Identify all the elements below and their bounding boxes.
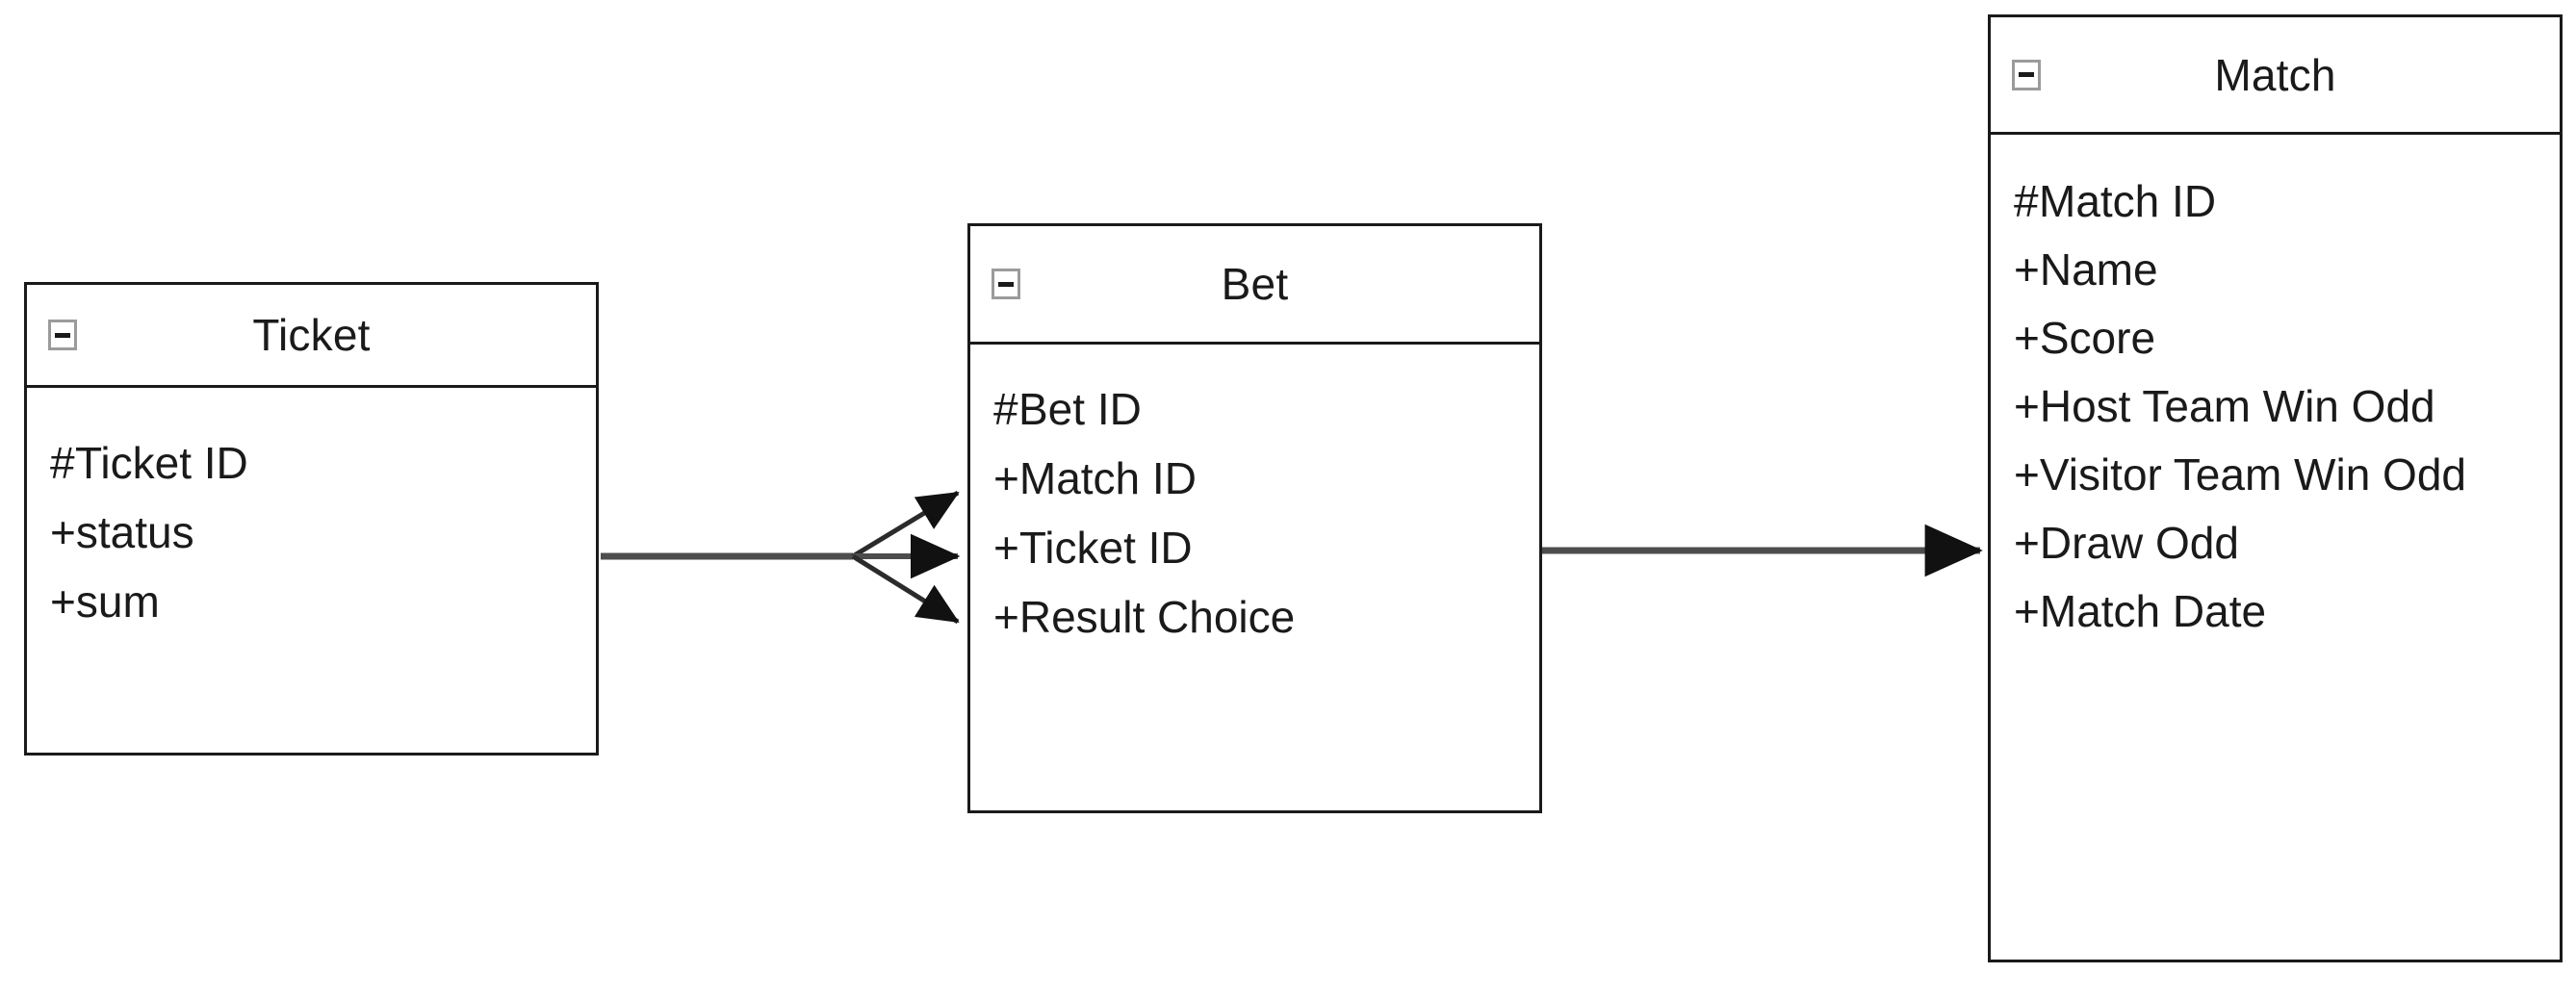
class-header-ticket: Ticket bbox=[27, 285, 596, 388]
attribute-name: Ticket ID bbox=[75, 438, 248, 488]
attribute-row[interactable]: # Ticket ID bbox=[50, 441, 248, 485]
attribute-name: Match ID bbox=[1018, 453, 1197, 503]
attribute-visibility: + bbox=[2014, 518, 2040, 568]
attribute-name: Visitor Team Win Odd bbox=[2039, 449, 2467, 500]
attribute-row[interactable]: + Ticket ID bbox=[993, 525, 1193, 570]
class-title-match: Match bbox=[2214, 49, 2336, 100]
attribute-row[interactable]: + status bbox=[50, 510, 194, 554]
attribute-name: Bet ID bbox=[1018, 384, 1142, 434]
minus-glyph bbox=[998, 281, 1014, 287]
attribute-visibility: + bbox=[2014, 313, 2040, 363]
attribute-visibility: # bbox=[50, 438, 75, 488]
attribute-row[interactable]: + Host Team Win Odd bbox=[2014, 384, 2435, 428]
attribute-visibility: + bbox=[2014, 586, 2040, 636]
attribute-visibility: + bbox=[2014, 244, 2040, 295]
attribute-row[interactable]: + Visitor Team Win Odd bbox=[2014, 452, 2466, 497]
class-header-bet: Bet bbox=[970, 226, 1539, 345]
attribute-row[interactable]: + Result Choice bbox=[993, 595, 1295, 639]
attribute-row[interactable]: # Match ID bbox=[2014, 179, 2216, 223]
attribute-name: Result Choice bbox=[1018, 592, 1296, 642]
attribute-name: Match Date bbox=[2039, 586, 2267, 636]
attribute-row[interactable]: + Draw Odd bbox=[2014, 521, 2239, 565]
attribute-name: Host Team Win Odd bbox=[2039, 381, 2435, 431]
class-attributes-match: # Match ID + Name + Score + Host Team Wi… bbox=[1991, 135, 2560, 960]
class-title-bet: Bet bbox=[1221, 259, 1289, 309]
attribute-name: Score bbox=[2039, 313, 2156, 363]
attribute-visibility: + bbox=[50, 576, 76, 627]
attribute-visibility: + bbox=[2014, 449, 2040, 500]
attribute-row[interactable]: + Name bbox=[2014, 247, 2158, 292]
edge-ticket-to-bet[interactable] bbox=[601, 490, 961, 625]
class-box-bet[interactable]: Bet # Bet ID + Match ID + Ticket ID + Re… bbox=[967, 223, 1542, 813]
attribute-visibility: # bbox=[2014, 176, 2039, 226]
class-box-match[interactable]: Match # Match ID + Name + Score + Host T… bbox=[1988, 14, 2563, 962]
attribute-visibility: + bbox=[50, 507, 76, 557]
class-attributes-bet: # Bet ID + Match ID + Ticket ID + Result… bbox=[970, 345, 1539, 810]
attribute-row[interactable]: + Match Date bbox=[2014, 589, 2266, 633]
minus-box-icon[interactable] bbox=[2012, 59, 2041, 90]
attribute-row[interactable]: + Score bbox=[2014, 316, 2155, 360]
attribute-row[interactable]: + sum bbox=[50, 579, 160, 624]
attribute-row[interactable]: + Match ID bbox=[993, 456, 1197, 500]
class-title-ticket: Ticket bbox=[252, 310, 371, 360]
attribute-row[interactable]: # Bet ID bbox=[993, 387, 1142, 431]
attribute-name: status bbox=[75, 507, 194, 557]
minus-glyph bbox=[2019, 72, 2034, 77]
minus-box-icon[interactable] bbox=[992, 269, 1020, 299]
attribute-name: Name bbox=[2039, 244, 2158, 295]
class-box-ticket[interactable]: Ticket # Ticket ID + status + sum bbox=[24, 282, 599, 756]
attribute-name: Ticket ID bbox=[1018, 523, 1193, 573]
minus-box-icon[interactable] bbox=[48, 320, 77, 350]
attribute-visibility: # bbox=[993, 384, 1018, 434]
class-attributes-ticket: # Ticket ID + status + sum bbox=[27, 388, 596, 753]
attribute-visibility: + bbox=[993, 592, 1019, 642]
attribute-name: Match ID bbox=[2039, 176, 2217, 226]
attribute-name: Draw Odd bbox=[2039, 518, 2239, 568]
class-header-match: Match bbox=[1991, 17, 2560, 135]
attribute-visibility: + bbox=[993, 453, 1019, 503]
attribute-name: sum bbox=[75, 576, 160, 627]
minus-glyph bbox=[55, 332, 70, 338]
attribute-visibility: + bbox=[993, 523, 1019, 573]
attribute-visibility: + bbox=[2014, 381, 2040, 431]
